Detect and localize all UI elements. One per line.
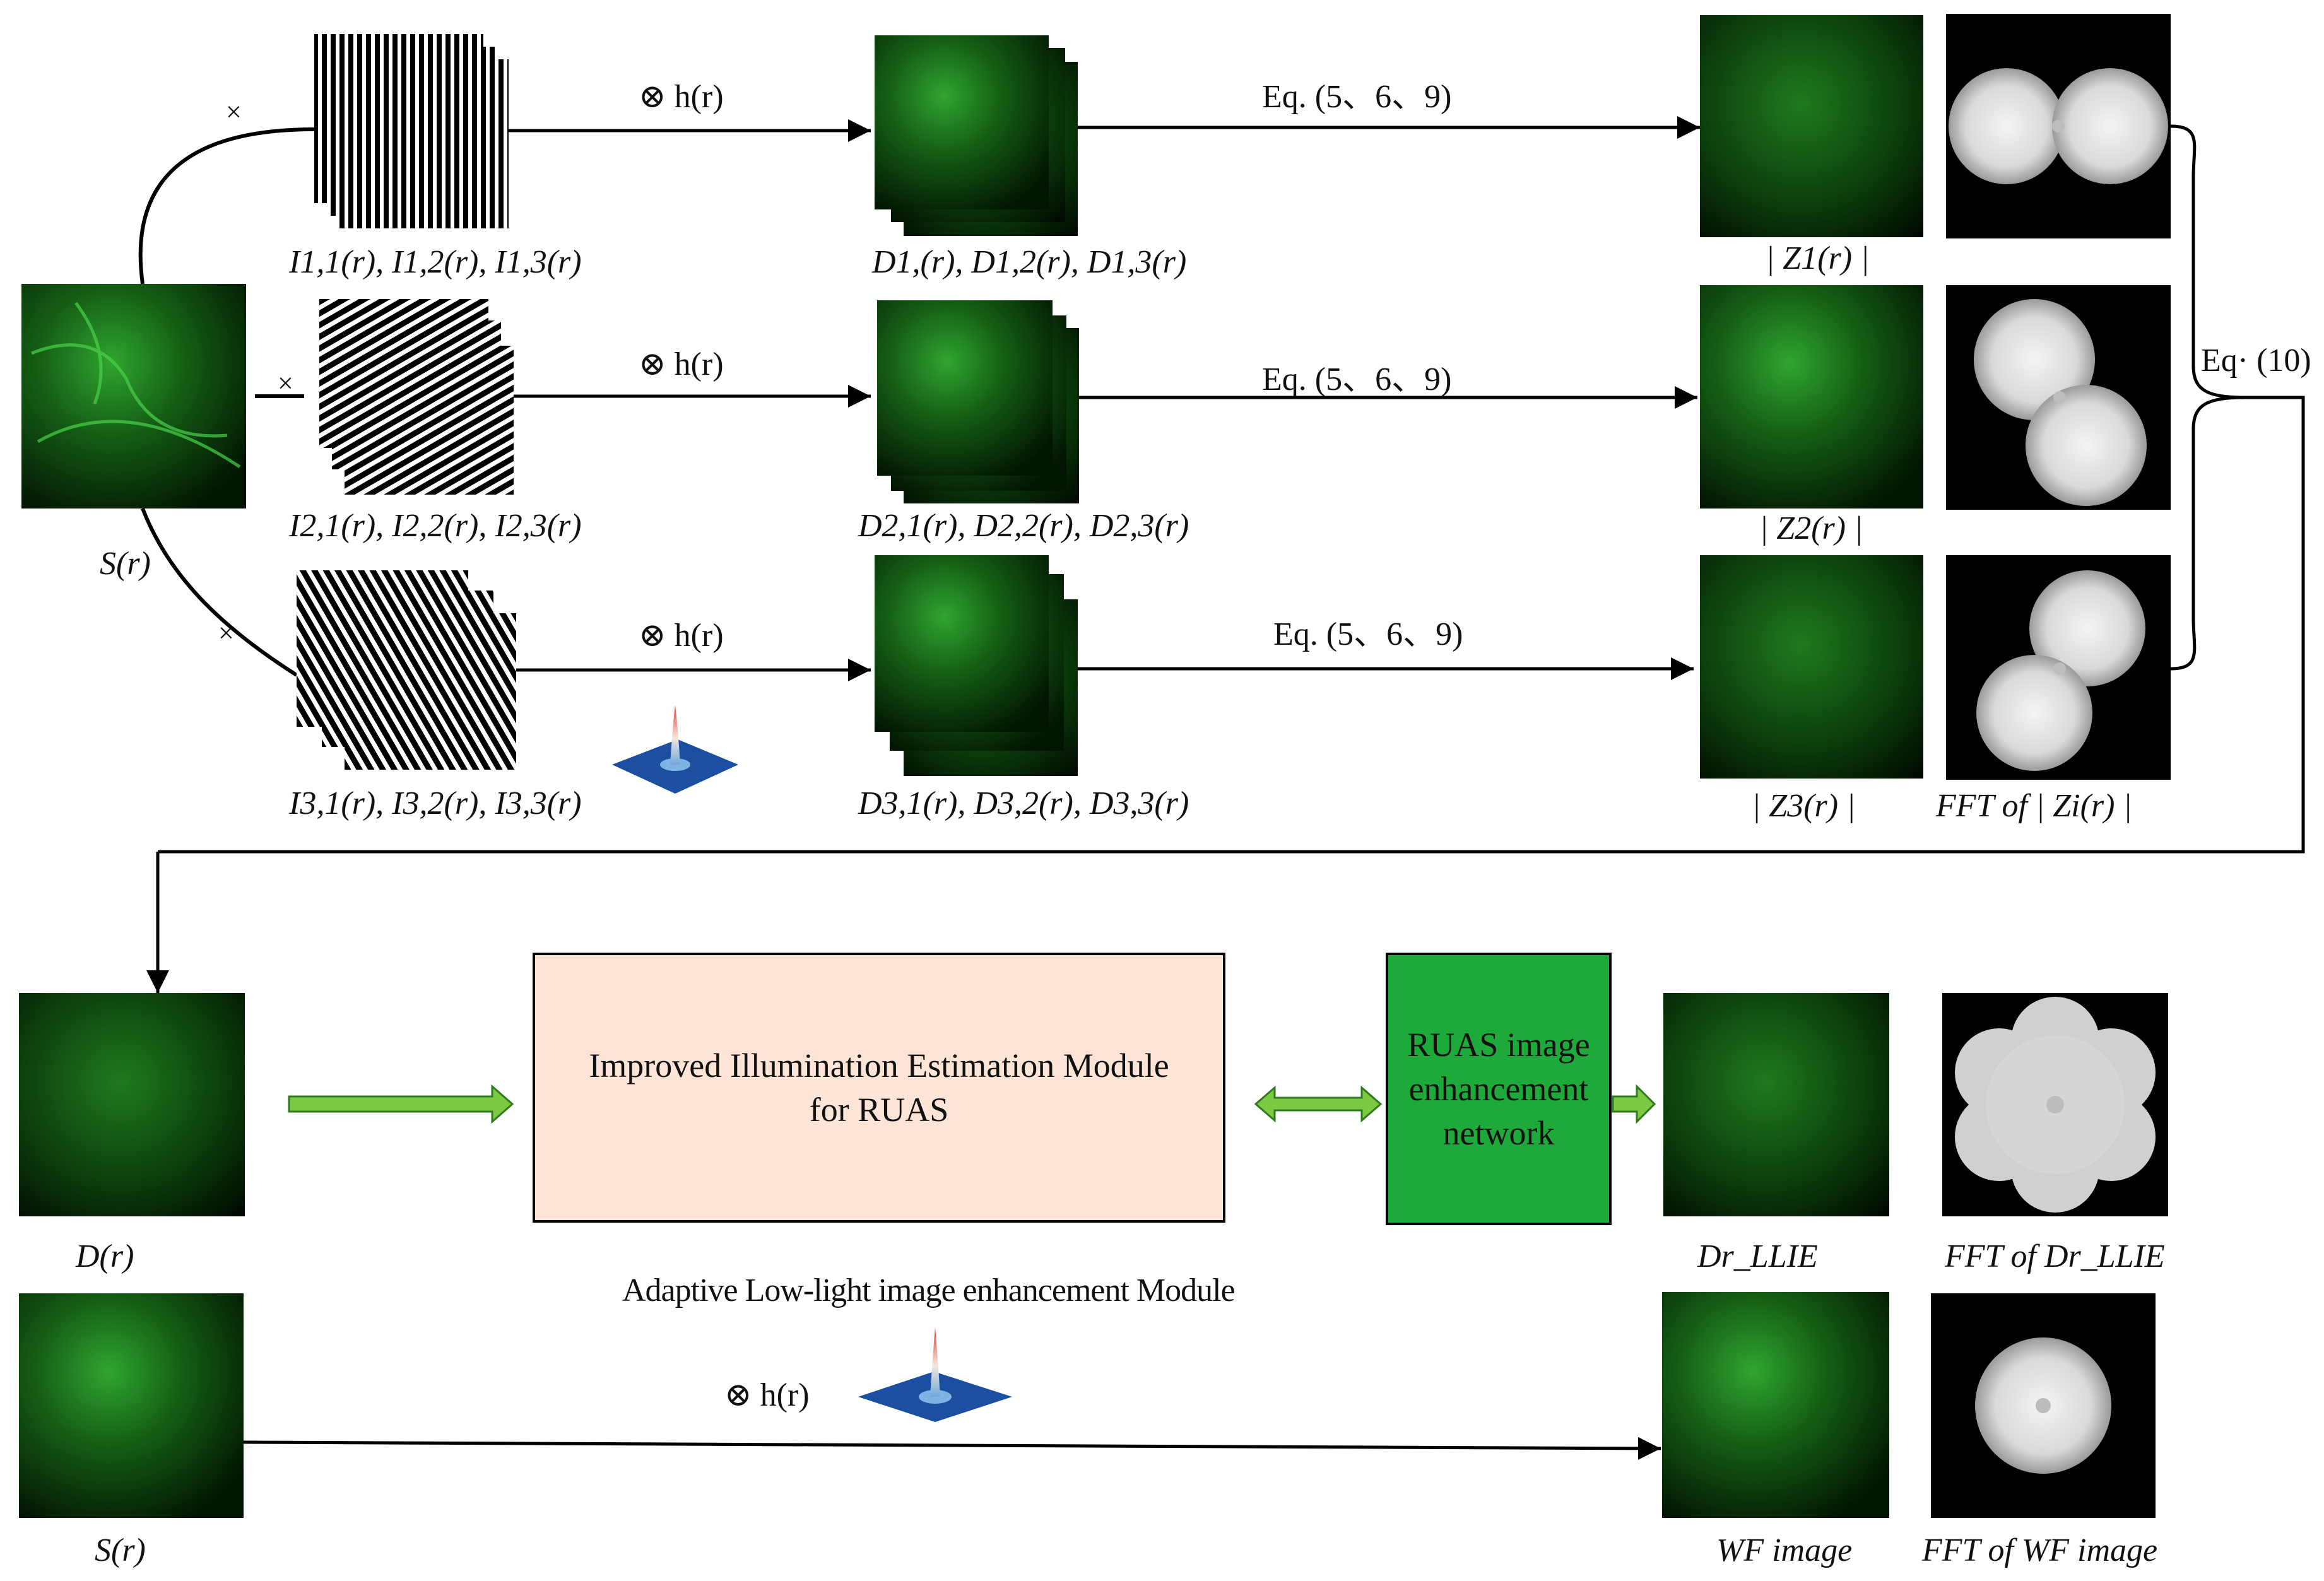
illumination-module-box: Improved Illumination Estimation Module … (533, 953, 1225, 1223)
illumination-module-line1: Improved Illumination Estimation Module (589, 1046, 1169, 1084)
label-d2: D2,1(r), D2,2(r), D2,3(r) (858, 508, 1189, 544)
label-z3: | Z3(r) | (1752, 788, 1856, 824)
label-z2: | Z2(r) | (1759, 510, 1863, 546)
pattern-stack-1 (314, 34, 509, 228)
times-3: × (218, 618, 234, 649)
times-1: × (226, 97, 242, 127)
green-arrow-1 (288, 1084, 514, 1124)
pattern-stack-3 (297, 570, 516, 770)
ruas-line2: enhancement (1408, 1069, 1589, 1108)
eq10-label: Eq· (10) (2201, 343, 2311, 379)
label-fft-dr-llie: FFT of Dr_LLIE (1945, 1238, 2165, 1274)
conv-label-3: ⊗ h(r) (639, 618, 724, 654)
eq-label-3: Eq. (5、6、9) (1273, 616, 1463, 652)
ruas-line3: network (1442, 1114, 1555, 1153)
label-s-r: S(r) (100, 546, 151, 582)
label-wf-image: WF image (1716, 1532, 1853, 1568)
z3-image (1700, 555, 1923, 779)
pattern-stack-2 (319, 299, 514, 495)
adaptive-module-label: Adaptive Low-light image enhancement Mod… (622, 1272, 1236, 1308)
label-i2: I2,1(r), I2,2(r), I2,3(r) (289, 508, 582, 544)
connector-s-to-i1 (138, 127, 315, 285)
eq10-bracket (158, 124, 2305, 854)
conv-label-1: ⊗ h(r) (639, 79, 724, 115)
label-d3: D3,1(r), D3,2(r), D3,3(r) (858, 785, 1189, 821)
green-arrow-2 (1612, 1084, 1656, 1124)
dr-llie-image (1663, 993, 1889, 1216)
d-stack-3 (875, 555, 1078, 776)
fft-z1-image (1946, 14, 2171, 238)
times-2: × (278, 368, 293, 399)
label-i3: I3,1(r), I3,2(r), I3,3(r) (289, 785, 582, 821)
d-stack-1 (875, 35, 1078, 236)
s-bottom-image (19, 1293, 244, 1518)
psf-icon-bottom (858, 1327, 1012, 1422)
z2-image (1700, 285, 1923, 508)
label-s-r-bottom: S(r) (95, 1532, 146, 1568)
fft-dr-llie-image (1942, 993, 2168, 1216)
arrow-s-to-wf (243, 1437, 1661, 1460)
label-dr-llie: Dr_LLIE (1697, 1238, 1818, 1274)
fft-wf-image (1931, 1293, 2156, 1518)
label-d1: D1,(r), D1,2(r), D1,3(r) (872, 244, 1187, 280)
illumination-module-line2: for RUAS (809, 1091, 949, 1129)
label-z1: | Z1(r) | (1766, 240, 1870, 276)
green-arrow-double (1254, 1085, 1383, 1123)
fft-z2-image (1946, 285, 2171, 510)
wf-image (1662, 1292, 1889, 1518)
label-fft-wf: FFT of WF image (1922, 1532, 2158, 1568)
input-sample-image (21, 284, 246, 508)
fft-z3-image (1946, 555, 2171, 780)
connector-s-to-i3 (141, 507, 298, 677)
ruas-line1: RUAS image (1407, 1025, 1590, 1064)
psf-icon (612, 705, 738, 794)
ruas-network-box: RUAS image enhancement network (1386, 953, 1612, 1225)
d-image (19, 993, 245, 1216)
eq-label-2: Eq. (5、6、9) (1262, 361, 1452, 397)
conv-label-bottom: ⊗ h(r) (724, 1377, 810, 1413)
d-stack-2 (877, 300, 1079, 503)
label-i1: I1,1(r), I1,2(r), I1,3(r) (289, 244, 582, 280)
label-fft-zi: FFT of | Zi(r) | (1936, 788, 2132, 824)
conv-label-2: ⊗ h(r) (639, 346, 724, 382)
label-d-r: D(r) (76, 1238, 134, 1274)
eq-label-1: Eq. (5、6、9) (1262, 79, 1452, 115)
z1-image (1700, 15, 1923, 237)
